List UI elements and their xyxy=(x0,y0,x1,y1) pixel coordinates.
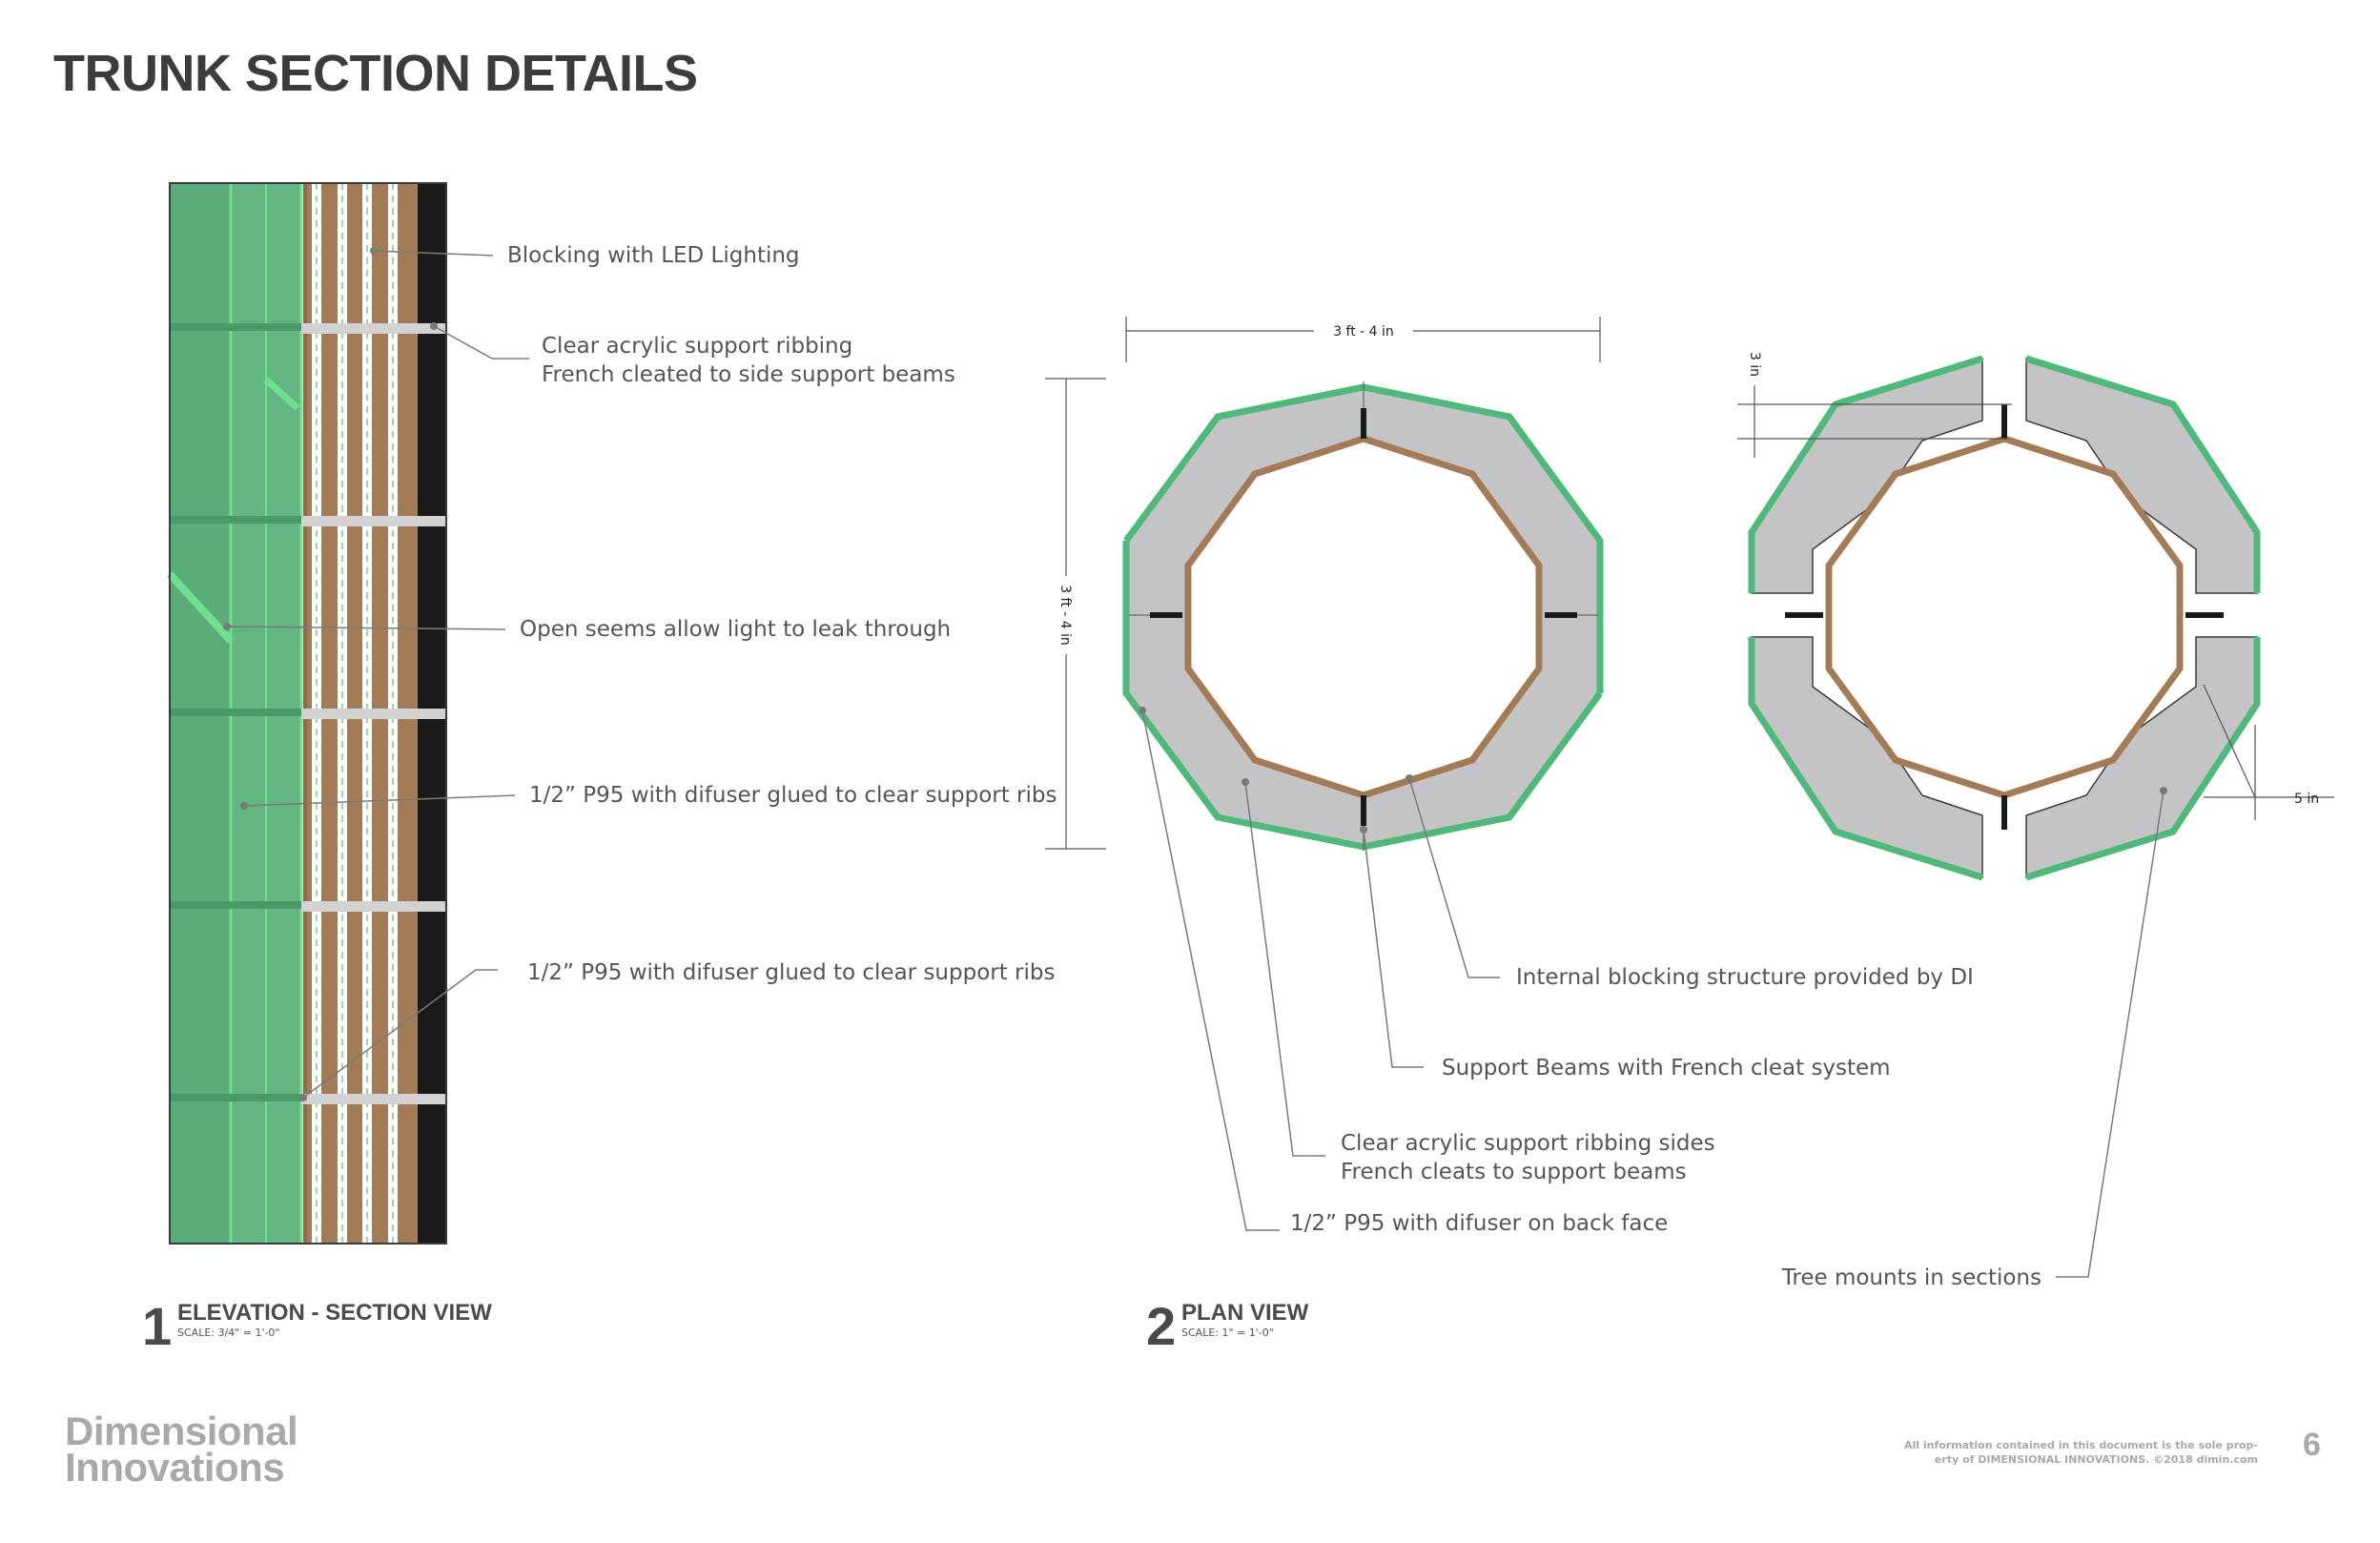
plan-assembled xyxy=(1122,381,1604,851)
callout-p95-ribs-a: 1/2” P95 with difuser glued to clear sup… xyxy=(529,783,1057,808)
callout-internal-blocking: Internal blocking structure provided by … xyxy=(1516,965,1974,990)
view-title-plan: PLAN VIEW xyxy=(1181,1300,1309,1326)
dim-gap: 3 in xyxy=(1747,352,1762,377)
view-number-elevation: 1 xyxy=(142,1296,173,1356)
elevation-drawing xyxy=(167,182,447,1245)
callout-p95-back: 1/2” P95 with difuser on back face xyxy=(1290,1211,1668,1236)
page-number: 6 xyxy=(2303,1427,2321,1463)
callout-support-beams: Support Beams with French cleat system xyxy=(1442,1056,1891,1080)
dim-depth: 5 in xyxy=(2294,792,2319,807)
callout-tree-mounts: Tree mounts in sections xyxy=(1781,1265,2041,1290)
callout-acrylic-ribbing-1: Clear acrylic support ribbing xyxy=(542,334,852,359)
dim-height: 3 ft - 4 in xyxy=(1057,585,1073,646)
open-seam-2 xyxy=(263,377,300,411)
legal-notice: All information contained in this docume… xyxy=(1724,1438,2258,1467)
page-title: TRUNK SECTION DETAILS xyxy=(53,45,698,102)
callout-blocking-led: Blocking with LED Lighting xyxy=(507,243,800,268)
legal-line-2: erty of DIMENSIONAL INNOVATIONS. ©2018 d… xyxy=(1934,1453,2258,1466)
logo-line-2: Innovations xyxy=(65,1445,285,1490)
view-scale-elevation: SCALE: 3/4" = 1'-0" xyxy=(177,1327,280,1339)
green-seams xyxy=(170,323,301,1101)
acrylic-ribs xyxy=(301,323,446,1104)
logo: Dimensional Innovations xyxy=(65,1409,298,1490)
plan-dimensions xyxy=(1045,317,1601,850)
plan-exploded xyxy=(1748,355,2261,881)
exploded-dimensions xyxy=(1737,385,2334,820)
legal-line-1: All information contained in this docume… xyxy=(1903,1439,2258,1451)
open-seam-1 xyxy=(167,571,234,644)
dim-width: 3 ft - 4 in xyxy=(1333,324,1394,339)
callout-p95-ribs-b: 1/2” P95 with difuser glued to clear sup… xyxy=(527,960,1055,985)
callout-acrylic-sides-1: Clear acrylic support ribbing sides xyxy=(1341,1131,1715,1156)
plan-callouts: Internal blocking structure provided by … xyxy=(1139,707,2167,1290)
callout-acrylic-sides-2: French cleats to support beams xyxy=(1341,1160,1687,1184)
view-scale-plan: SCALE: 1" = 1'-0" xyxy=(1181,1327,1274,1339)
callout-acrylic-ribbing-2: French cleated to side support beams xyxy=(542,362,955,387)
view-title-elevation: ELEVATION - SECTION VIEW xyxy=(177,1300,492,1326)
support-beams-plan xyxy=(1150,408,1577,826)
elevation-callouts: Blocking with LED Lighting Clear acrylic… xyxy=(223,243,1057,1101)
internal-blocking-ring xyxy=(1184,435,1543,799)
view-number-plan: 2 xyxy=(1146,1296,1177,1356)
logo-line-1: Dimensional xyxy=(65,1409,298,1453)
callout-open-seems: Open seems allow light to leak through xyxy=(520,617,951,642)
internal-blocking-ring-exploded xyxy=(1825,435,2184,799)
